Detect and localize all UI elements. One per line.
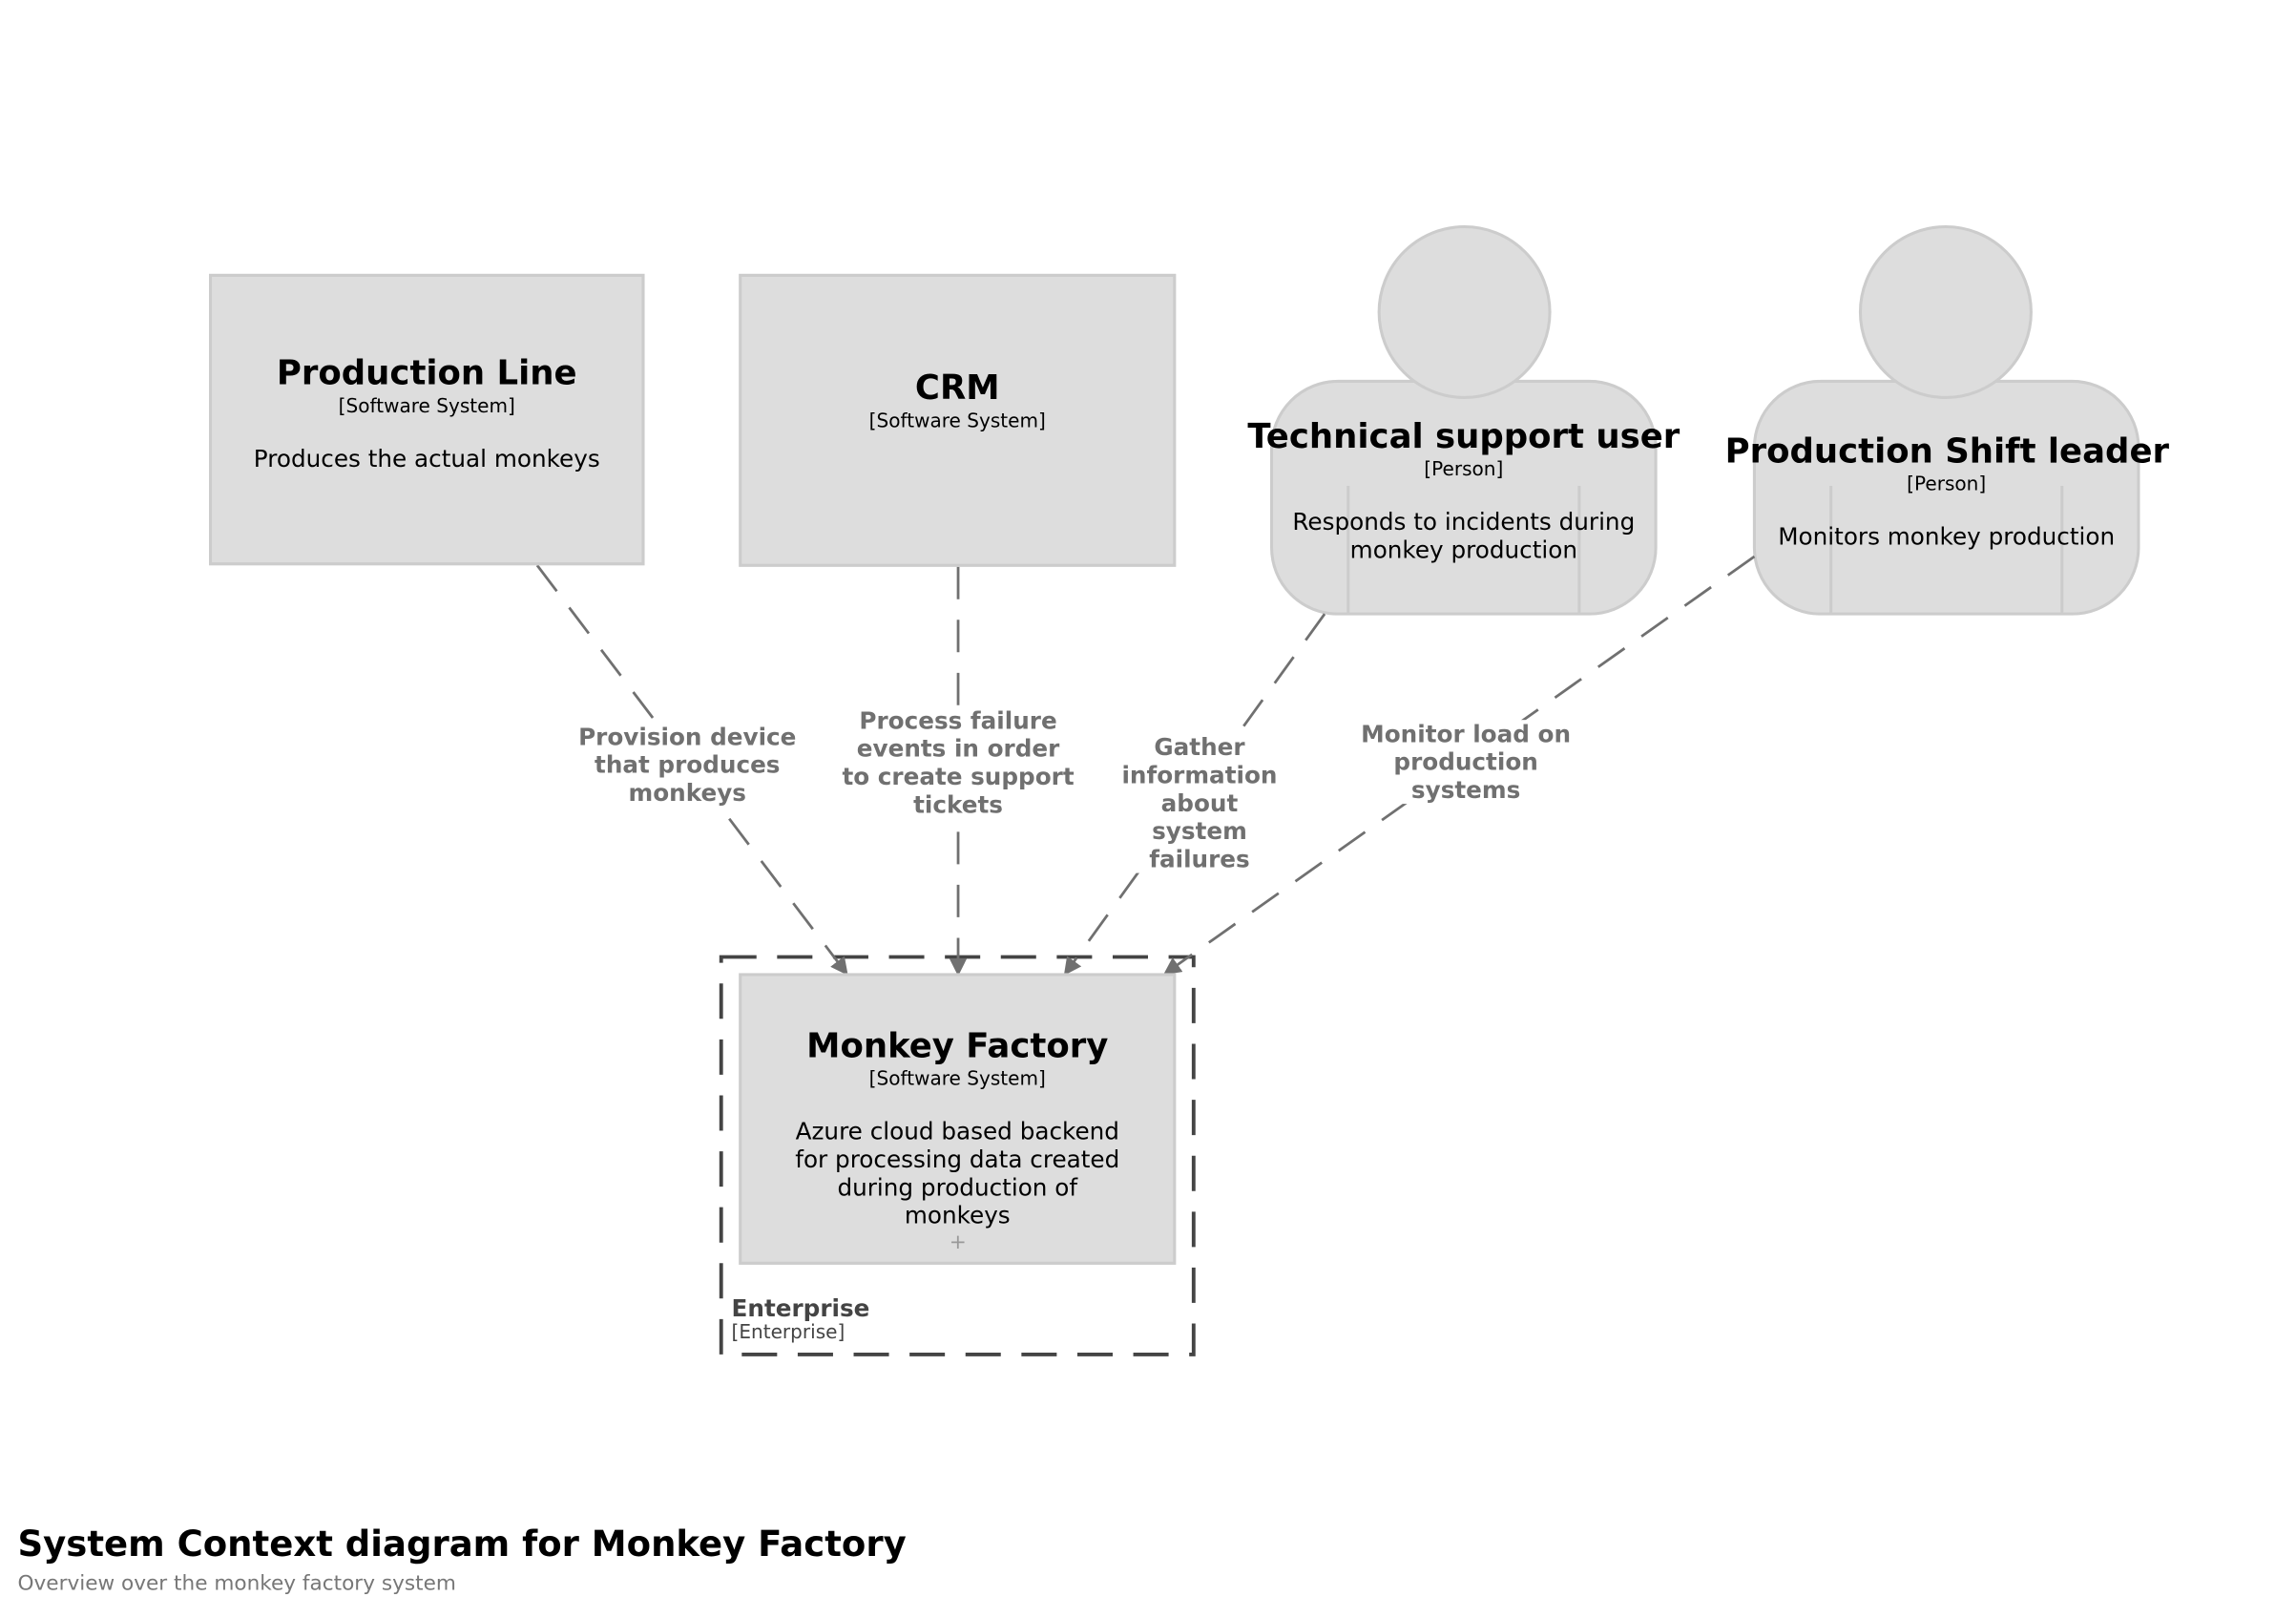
rel-label-tech-support: Gather information about system failures (1111, 733, 1288, 873)
production-line-type: [Software System] (338, 395, 515, 419)
production-line-text: Production Line [Software System] Produc… (209, 353, 645, 473)
production-line-box[interactable] (209, 273, 645, 566)
tech-support-type: [Person] (1424, 459, 1504, 482)
shift-leader-type: [Person] (1907, 473, 1987, 496)
monkey-factory-description: Azure cloud based backend for processing… (795, 1117, 1120, 1229)
rel-label-production-line: Provision device that produces monkeys (576, 723, 798, 808)
rel-label-crm: Process failure events in order to creat… (840, 706, 1076, 819)
enterprise-type: [Enterprise] (731, 1321, 845, 1345)
production-line-name: Production Line (276, 354, 577, 393)
crm-name: CRM (914, 369, 1000, 409)
monkey-factory-name: Monkey Factory (806, 1027, 1109, 1066)
tech-support-description: Responds to incidents during monkey prod… (1292, 508, 1636, 564)
monkey-factory-box[interactable] (739, 973, 1177, 1265)
crm-type: [Software System] (868, 410, 1046, 433)
shift-leader-description: Monitors monkey production (1778, 522, 2116, 551)
diagram-title: System Context diagram for Monkey Factor… (17, 1523, 907, 1565)
shift-leader-text[interactable]: Production Shift leader [Person] Monitor… (1725, 431, 2169, 551)
monkey-factory-type: [Software System] (868, 1068, 1046, 1091)
rel-arrow-shift-leader (1162, 555, 1756, 976)
enterprise-name: Enterprise (731, 1293, 870, 1322)
crm-text: CRM [Software System] (739, 368, 1176, 436)
crm-box[interactable] (739, 273, 1177, 567)
tech-support-person-shape (1270, 224, 1658, 616)
tech-support-name: Technical support user (1247, 418, 1680, 457)
monkey-factory-text: Monkey Factory [Software System] Azure c… (739, 1026, 1176, 1229)
tech-support-text[interactable]: Technical support user [Person] Responds… (1247, 416, 1680, 564)
rel-arrow-production-line (535, 564, 848, 976)
expand-plus-icon[interactable]: + (949, 1230, 967, 1255)
shift-leader-person-shape (1752, 224, 2140, 616)
production-line-description: Produces the actual monkeys (253, 444, 600, 473)
shift-leader-name: Production Shift leader (1724, 432, 2170, 472)
diagram-subtitle: Overview over the monkey factory system (17, 1572, 456, 1596)
rel-label-shift-leader: Monitor load on production systems (1355, 720, 1576, 805)
